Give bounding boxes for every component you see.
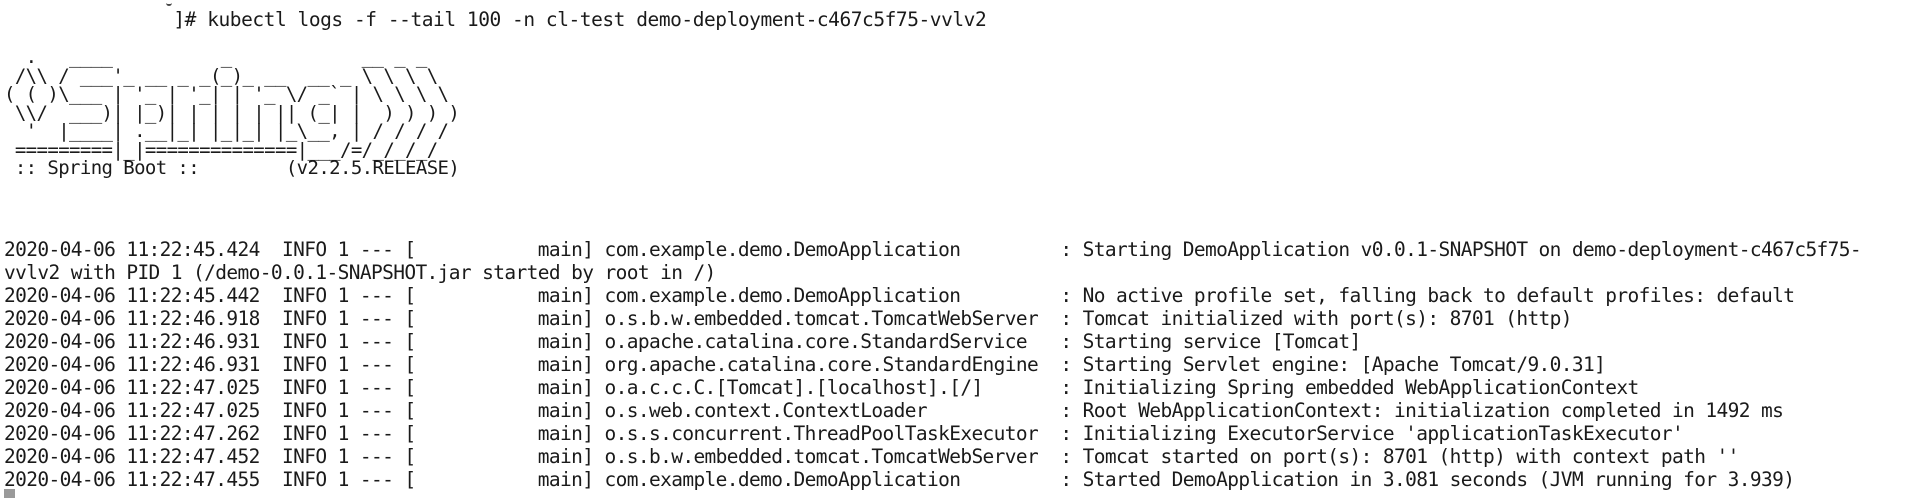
terminal-cursor (4, 489, 15, 498)
log-line: 2020-04-06 11:22:47.455 INFO 1 --- [ mai… (4, 468, 1795, 491)
log-line: 2020-04-06 11:22:46.918 INFO 1 --- [ mai… (4, 307, 1573, 330)
spring-banner-line: \\/ ___)| |_)| | | | | || (_| | ) ) ) ) (4, 101, 460, 124)
log-line: 2020-04-06 11:22:45.424 INFO 1 --- [ mai… (4, 238, 1862, 261)
spring-banner-line: ( ( )\___ | '_ | '_| | '_ \/ _` | \ \ \ … (4, 83, 449, 105)
scrolled-prompt-remnant (166, 0, 172, 6)
log-line: 2020-04-06 11:22:45.442 INFO 1 --- [ mai… (4, 284, 1795, 307)
log-line: vvlv2 with PID 1 (/demo-0.0.1-SNAPSHOT.j… (4, 261, 716, 284)
log-line: 2020-04-06 11:22:47.025 INFO 1 --- [ mai… (4, 399, 1784, 422)
spring-banner-line: /\\ / ___'_ __ _ _(_)_ __ __ _ \ \ \ \ (4, 64, 438, 87)
log-line: 2020-04-06 11:22:46.931 INFO 1 --- [ mai… (4, 330, 1361, 353)
log-line: 2020-04-06 11:22:46.931 INFO 1 --- [ mai… (4, 353, 1606, 376)
command-line: ]# kubectl logs -f --tail 100 -n cl-test… (4, 8, 986, 31)
spring-banner-line: . ____ _ __ _ _ (4, 46, 428, 68)
spring-banner-line: ' |____| .__|_| |_|_| |_\__, | / / / / (4, 120, 449, 142)
log-line: 2020-04-06 11:22:47.452 INFO 1 --- [ mai… (4, 445, 1739, 468)
spring-boot-version-line: :: Spring Boot :: (v2.2.5.RELEASE) (4, 157, 460, 179)
command-text: ]# kubectl logs -f --tail 100 -n cl-test… (173, 8, 987, 31)
log-line: 2020-04-06 11:22:47.025 INFO 1 --- [ mai… (4, 376, 1639, 399)
log-line: 2020-04-06 11:22:47.262 INFO 1 --- [ mai… (4, 422, 1684, 445)
spring-banner-line: =========|_|==============|___/=/_/_/_/ (4, 138, 438, 161)
